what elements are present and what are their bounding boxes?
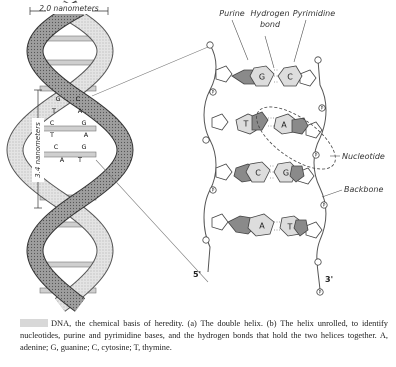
pyrimidine-label: Pyrimidine [293,9,335,18]
right-phosphates [313,57,327,295]
rung-4-right-base: T [287,223,293,232]
sugar [212,114,228,130]
unrolled-helix: P P P P P P [203,42,345,296]
phosphate [203,137,209,143]
phosphate [203,237,209,243]
sugar [212,214,228,230]
rung-2-left-base: T [243,120,249,129]
sugar [216,164,232,180]
sugar [300,70,316,86]
backbone-label: Backbone [344,185,383,194]
phosphate-symbol: P [212,188,215,194]
figure-number-marker [20,319,48,327]
hydrogen-bond-label-line2: bond [260,20,281,29]
phosphate-symbol: P [319,290,322,296]
three-prime-label: 3' [325,275,333,284]
helix-letter-4l: T [49,131,54,139]
phosphate [207,42,213,48]
rung-3-right-base: G [283,169,289,178]
base-pair-4 [228,214,308,236]
ladder-letters: G C T A C G A T [243,73,294,232]
hydrogen-bond-label-line1: Hydrogen [250,9,289,18]
phosphate-symbol: P [323,203,326,209]
caption-text: DNA, the chemical basis of heredity. (a)… [20,319,388,352]
phosphate-symbol: P [315,153,318,159]
sugar [306,122,322,138]
base-pair-3 [234,162,304,182]
left-phosphates [203,42,216,243]
helix-letter-1l: G [55,95,60,103]
double-helix: G C T A C G T A C G A T [15,8,125,305]
rung-4-left-base: A [259,222,265,231]
nucleotide-label: Nucleotide [342,152,385,161]
helix-letter-6r: T [77,156,82,164]
rung-3-left-base: C [255,169,261,178]
rung-1-left-base: G [259,73,265,82]
pyrimidine-ring [252,112,268,130]
sugar [216,66,232,82]
helix-letter-5r: G [81,143,86,151]
helix-letter-1r: C [76,95,81,103]
purine-label: Purine [219,9,244,18]
phosphate [315,57,321,63]
right-backbone [314,60,326,290]
rung-2-right-base: A [281,121,287,130]
figure-caption: DNA, the chemical basis of heredity. (a)… [20,318,388,355]
phosphate-symbol: P [212,90,215,96]
width-label: 2.0 nanometers [39,4,99,13]
helix-letter-3r: G [81,119,86,127]
helix-letter-6l: A [60,156,65,164]
helix-letter-2l: T [51,107,56,115]
helix-letter-3l: C [50,119,55,127]
phosphate [315,259,321,265]
pitch-label: 3.4 nanometers [34,122,42,178]
rung-1-right-base: C [287,73,293,82]
phosphate-symbol: P [321,106,324,112]
helix-letter-2r: A [78,107,83,115]
ladder-rungs [228,66,308,236]
five-prime-label: 5' [193,270,201,279]
helix-letter-4r: A [84,131,89,139]
helix-letter-5l: C [54,143,59,151]
